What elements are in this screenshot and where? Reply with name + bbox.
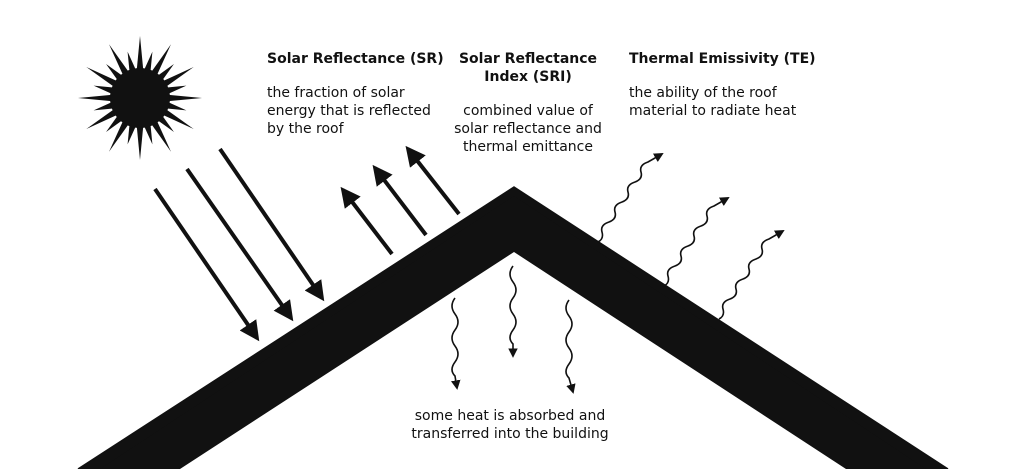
absorbed-heat-arrows (451, 265, 576, 394)
sun-ray (136, 126, 144, 160)
sun-ray (106, 116, 122, 132)
sun-ray (86, 67, 117, 87)
emitted-heat-arrows (597, 153, 785, 320)
sun-ray (158, 64, 174, 80)
sun-ray (151, 121, 171, 152)
sun-ray (158, 116, 174, 132)
sun-icon (78, 36, 202, 160)
sun-ray (109, 44, 129, 75)
absorbed-description: some heat is absorbed and transferred in… (411, 408, 609, 442)
wavy-arrow-down-icon (565, 299, 576, 394)
sun-ray (167, 102, 187, 111)
wavy-arrow-up-icon (663, 197, 730, 287)
wavy-arrow-up-icon (718, 230, 785, 320)
sun-ray (86, 109, 117, 129)
sun-ray (93, 85, 113, 94)
arrow-down-right-icon (218, 147, 325, 302)
incoming-solar-arrows (153, 147, 325, 342)
sun-ray (167, 85, 187, 94)
te-title: Thermal Emissivity (TE) (629, 51, 816, 67)
sun-ray (163, 67, 194, 87)
sun-ray (106, 64, 122, 80)
arrow-down-right-icon (185, 167, 294, 322)
sun-ray (144, 125, 153, 145)
sun-ray (109, 121, 129, 152)
sun-ray (78, 94, 112, 102)
sun-ray (168, 94, 202, 102)
roof (77, 186, 949, 469)
sun-ray (93, 102, 113, 111)
wavy-arrow-down-icon (508, 265, 518, 358)
arrow-up-left-icon (340, 186, 394, 256)
sun-ray (127, 125, 136, 145)
sr-description: the fraction of solar energy that is ref… (267, 85, 431, 137)
arrow-up-left-icon (405, 145, 461, 216)
sun-ray (136, 36, 144, 70)
sun-ray (163, 109, 194, 129)
sri-description: combined value of solar reflectance and … (454, 103, 602, 155)
arrow-down-right-icon (153, 187, 260, 342)
wavy-arrow-down-icon (451, 297, 461, 390)
sr-title: Solar Reflectance (SR) (267, 51, 444, 67)
wavy-arrow-up-icon (597, 153, 664, 243)
sri-title: Solar Reflectance Index (SRI) (458, 51, 598, 85)
te-description: the ability of the roof material to radi… (629, 85, 797, 119)
sun-ray (144, 51, 153, 71)
sun-ray (127, 51, 136, 71)
reflected-arrows (340, 145, 461, 256)
sun-ray (151, 44, 171, 75)
arrow-up-left-icon (372, 164, 428, 237)
